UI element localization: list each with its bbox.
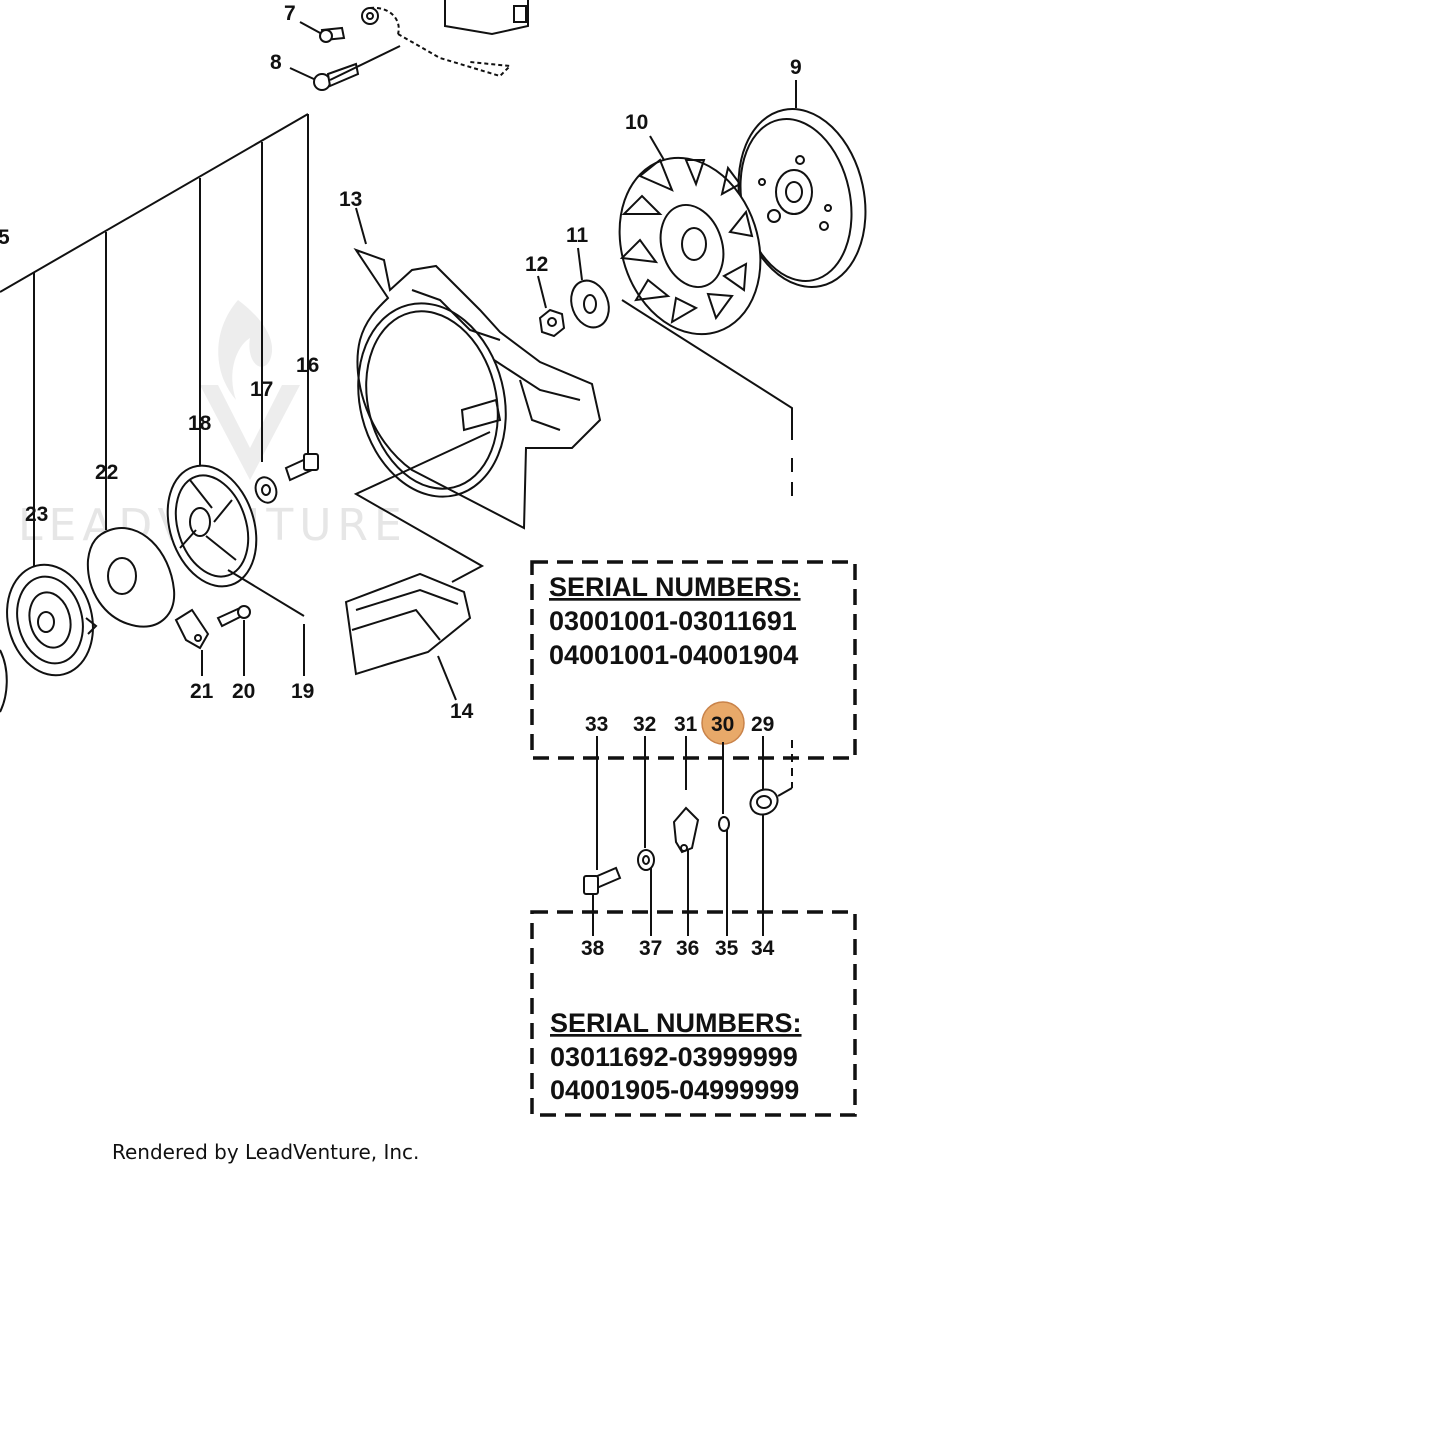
part-top-housing bbox=[361, 0, 529, 78]
callout-36[interactable]: 36 bbox=[676, 937, 699, 960]
callout-21[interactable]: 21 bbox=[190, 680, 214, 703]
part-18-pulley bbox=[166, 464, 258, 588]
serial-bottom-title: SERIAL NUMBERS: bbox=[550, 1008, 802, 1038]
part-13-fan-housing bbox=[353, 207, 602, 583]
leader-lines-starter bbox=[0, 113, 309, 566]
callout-20[interactable]: 20 bbox=[232, 680, 255, 703]
callout-30[interactable]: 30 bbox=[711, 713, 734, 736]
render-credit: Rendered by LeadVenture, Inc. bbox=[112, 1140, 419, 1164]
part-19-rope bbox=[227, 569, 305, 676]
callout-38[interactable]: 38 bbox=[581, 937, 605, 960]
part-9-flywheel-cover bbox=[737, 80, 867, 288]
callout-12[interactable]: 12 bbox=[525, 253, 548, 276]
serial-bottom-range-2: 04001905-04999999 bbox=[550, 1075, 799, 1105]
callout-8[interactable]: 8 bbox=[270, 51, 282, 74]
callout-22[interactable]: 22 bbox=[95, 461, 118, 484]
serial-box-top: SERIAL NUMBERS: 03001001-03011691 040010… bbox=[530, 560, 857, 760]
callout-9[interactable]: 9 bbox=[790, 56, 802, 79]
callout-labels: 5 7 8 9 10 11 12 13 14 16 17 18 19 20 21… bbox=[0, 2, 802, 960]
callout-5[interactable]: 5 bbox=[0, 226, 10, 249]
callout-10[interactable]: 10 bbox=[625, 111, 648, 134]
callout-33[interactable]: 33 bbox=[585, 713, 608, 736]
callout-16[interactable]: 16 bbox=[296, 354, 319, 377]
serial-box-bottom: SERIAL NUMBERS: 03011692-03999999 040019… bbox=[530, 910, 857, 1117]
part-31-36-pawl bbox=[672, 806, 700, 854]
callout-37[interactable]: 37 bbox=[639, 937, 662, 960]
part-12-nut bbox=[537, 275, 566, 338]
part-29-34-bushing bbox=[749, 788, 779, 816]
part-16-bolt bbox=[284, 453, 319, 482]
part-20-screw bbox=[216, 605, 251, 676]
callout-31[interactable]: 31 bbox=[674, 713, 698, 736]
part-14-cover bbox=[344, 572, 472, 701]
part-33-38-bolt bbox=[583, 866, 622, 895]
callout-34[interactable]: 34 bbox=[751, 937, 775, 960]
callout-18[interactable]: 18 bbox=[188, 412, 212, 435]
part-23-starter-reel bbox=[0, 563, 98, 713]
callout-32[interactable]: 32 bbox=[633, 713, 656, 736]
serial-top-title: SERIAL NUMBERS: bbox=[549, 572, 801, 602]
part-8-bolt bbox=[289, 45, 401, 91]
part-22-spring-plate bbox=[86, 527, 176, 628]
callout-29[interactable]: 29 bbox=[751, 713, 774, 736]
part-32-37-washer bbox=[637, 849, 655, 871]
small-parts-group bbox=[592, 736, 793, 936]
part-21-pawl bbox=[174, 608, 210, 676]
part-7-screw bbox=[299, 21, 346, 43]
callout-14[interactable]: 14 bbox=[450, 700, 474, 723]
callout-35[interactable]: 35 bbox=[715, 937, 739, 960]
callout-11[interactable]: 11 bbox=[566, 224, 589, 247]
serial-top-range-1: 03001001-03011691 bbox=[549, 606, 797, 636]
part-10-flywheel bbox=[618, 135, 762, 336]
serial-top-range-2: 04001001-04001904 bbox=[549, 640, 798, 670]
callout-17[interactable]: 17 bbox=[250, 378, 273, 401]
leader-flywheel-to-box bbox=[621, 299, 793, 440]
part-17-washer bbox=[254, 476, 278, 504]
callout-13[interactable]: 13 bbox=[339, 188, 362, 211]
part-11-washer bbox=[570, 247, 610, 329]
callout-23[interactable]: 23 bbox=[25, 503, 48, 526]
callout-19[interactable]: 19 bbox=[291, 680, 314, 703]
callout-7[interactable]: 7 bbox=[284, 2, 296, 25]
serial-bottom-range-1: 03011692-03999999 bbox=[550, 1042, 798, 1072]
part-30-35-washer bbox=[718, 816, 730, 832]
